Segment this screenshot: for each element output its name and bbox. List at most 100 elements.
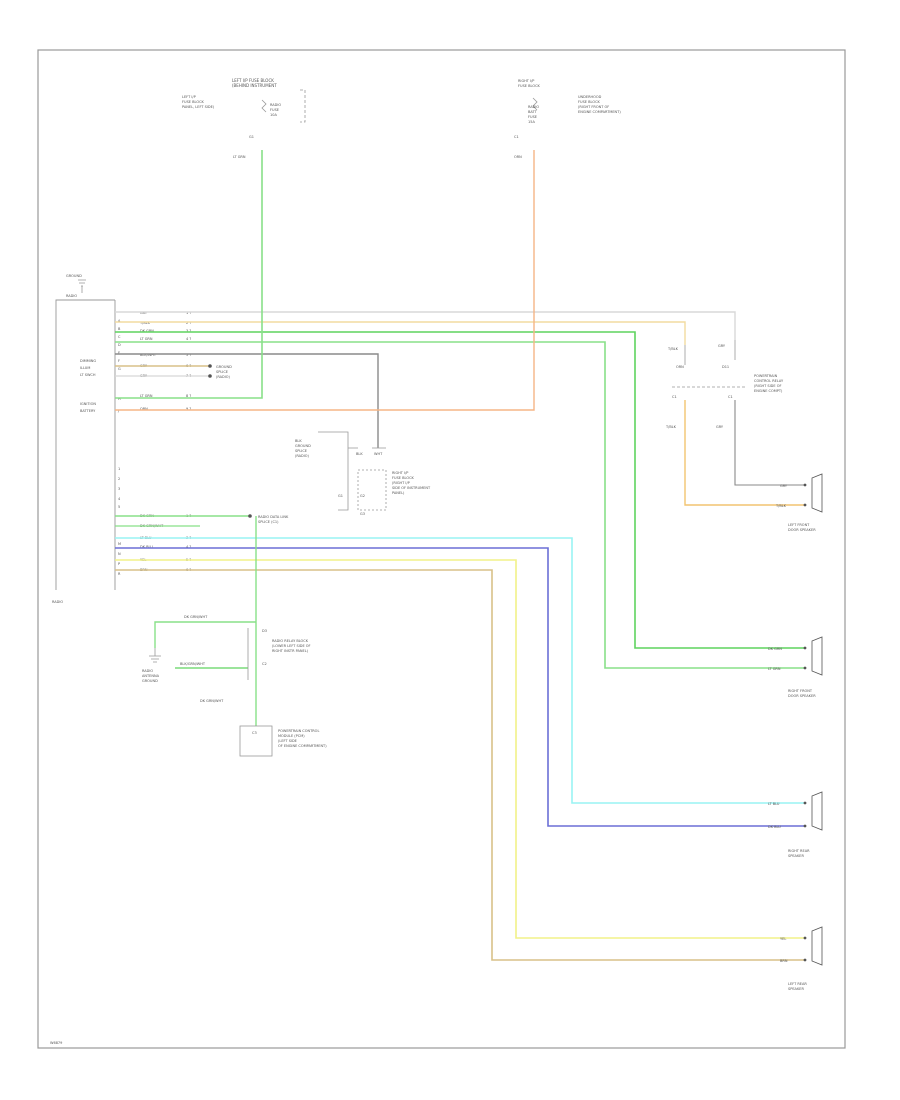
wire-relay-ground <box>154 621 256 648</box>
svg-text:D: D <box>118 343 121 347</box>
svg-text:LT GRN: LT GRN <box>140 337 153 341</box>
svg-text:T/BLK: T/BLK <box>667 347 679 351</box>
wire-ltblu-m <box>115 537 805 804</box>
svg-text:DK BLU: DK BLU <box>140 545 153 549</box>
svg-text:RIGHT INSTR PANEL): RIGHT INSTR PANEL) <box>272 649 309 653</box>
svg-text:LEFT REAR: LEFT REAR <box>788 982 807 986</box>
svg-text:4 ?: 4 ? <box>186 545 191 549</box>
wire-gry-lf <box>734 400 805 486</box>
svg-text:8 ?: 8 ? <box>186 394 191 398</box>
svg-text:RIGHT REAR: RIGHT REAR <box>788 849 810 853</box>
svg-text:DK GRN: DK GRN <box>140 329 154 333</box>
svg-text:LT GRN: LT GRN <box>768 667 781 671</box>
wire-brn-r <box>115 569 805 961</box>
svg-text:M: M <box>118 542 121 546</box>
svg-text:BLK/GRN/WHT: BLK/GRN/WHT <box>180 662 206 666</box>
svg-text:G2: G2 <box>360 494 365 498</box>
svg-text:LEFT FRONT: LEFT FRONT <box>788 523 810 527</box>
svg-text:GRY: GRY <box>716 425 724 429</box>
svg-text:ENGINE COMPARTMENT): ENGINE COMPARTMENT) <box>578 110 621 114</box>
svg-text:DIMMING: DIMMING <box>80 359 96 363</box>
svg-text:DOOR SPEAKER: DOOR SPEAKER <box>788 694 816 698</box>
svg-text:POWERTRAIN CONTROL: POWERTRAIN CONTROL <box>278 729 319 733</box>
svg-text:RADIO: RADIO <box>270 103 281 107</box>
right-ip-switch-block: BLK GROUND SPLICE (RADIO) BLK WHT G1 G2 … <box>295 431 431 516</box>
svg-text:GROUND: GROUND <box>295 444 311 448</box>
svg-text:(RADIO): (RADIO) <box>216 375 231 379</box>
svg-text:SPLICE (C1): SPLICE (C1) <box>258 520 279 524</box>
svg-text:2 ?: 2 ? <box>186 321 191 325</box>
radio-relay-block: D3 C2 RADIO RELAY BLOCK (LOWER LEFT SIDE… <box>247 628 311 680</box>
svg-text:5 ?: 5 ? <box>186 353 191 357</box>
svg-text:FUSE: FUSE <box>528 115 537 119</box>
svg-text:D3: D3 <box>262 629 267 633</box>
svg-text:FUSE BLOCK: FUSE BLOCK <box>182 100 205 104</box>
svg-text:BLK/WHT: BLK/WHT <box>140 353 157 357</box>
svg-text:ANTENNA: ANTENNA <box>142 674 160 678</box>
wire-dkgrn-c <box>115 331 805 649</box>
footer-code: W6879 <box>50 1041 62 1045</box>
svg-text:GROUND: GROUND <box>142 679 158 683</box>
svg-text:BLK: BLK <box>295 439 302 443</box>
svg-text:RADIO: RADIO <box>528 105 539 109</box>
wire-orn-j <box>115 150 535 411</box>
fuse-block-bracket <box>300 89 306 123</box>
fuse-left-icon <box>261 99 267 113</box>
svg-text:GRY: GRY <box>140 311 148 315</box>
svg-text:C1: C1 <box>514 135 519 139</box>
top-right-fuse-block: RIGHT I/P FUSE BLOCK RADIO BATT FUSE 15A… <box>514 79 621 159</box>
svg-text:YEL: YEL <box>780 937 786 941</box>
svg-text:SPEAKER: SPEAKER <box>788 854 804 858</box>
svg-text:P: P <box>118 562 120 566</box>
svg-text:RADIO: RADIO <box>52 600 63 604</box>
svg-text:FUSE BLOCK: FUSE BLOCK <box>518 84 541 88</box>
svg-text:(RIGHT FRONT OF: (RIGHT FRONT OF <box>578 105 609 109</box>
svg-text:C1: C1 <box>728 395 733 399</box>
svg-text:(LEFT SIDE: (LEFT SIDE <box>278 739 297 743</box>
svg-text:C1: C1 <box>672 395 677 399</box>
svg-text:4 ?: 4 ? <box>186 337 191 341</box>
svg-text:(LOWER LEFT SIDE OF: (LOWER LEFT SIDE OF <box>272 644 311 648</box>
svg-text:LT GRN: LT GRN <box>140 394 153 398</box>
svg-text:ILLUM: ILLUM <box>80 366 90 370</box>
splice-dot <box>208 374 212 378</box>
wire-ltgrn-h <box>115 150 263 399</box>
pcm-module: C3 POWERTRAIN CONTROL MODULE (PCM) (LEFT… <box>239 725 327 757</box>
svg-text:PANEL): PANEL) <box>392 491 405 495</box>
svg-text:A: A <box>118 319 121 323</box>
svg-text:N: N <box>118 552 121 556</box>
svg-text:BRN: BRN <box>780 959 788 963</box>
svg-text:UNDERHOOD: UNDERHOOD <box>578 95 602 99</box>
svg-text:BATTERY: BATTERY <box>80 409 96 413</box>
radio-box <box>55 299 116 590</box>
svg-text:DK GRN/WHT: DK GRN/WHT <box>184 615 208 619</box>
antenna-ground: RADIO ANTENNA GROUND <box>142 648 161 683</box>
svg-text:LT BLU: LT BLU <box>768 802 780 806</box>
speaker-left-front: GRY T/BLK LEFT FRONT DOOR SPEAKER <box>775 473 823 532</box>
svg-text:FUSE BLOCK: FUSE BLOCK <box>578 100 601 104</box>
svg-text:PANEL, LEFT SIDE): PANEL, LEFT SIDE) <box>182 105 215 109</box>
svg-text:3: 3 <box>118 487 120 491</box>
svg-text:G1: G1 <box>338 494 343 498</box>
svg-text:ORN: ORN <box>140 407 148 411</box>
wire-blkwht-e <box>115 353 379 448</box>
svg-text:DK BLU: DK BLU <box>768 825 781 829</box>
svg-text:DOOR SPEAKER: DOOR SPEAKER <box>788 528 816 532</box>
svg-text:T/BLK: T/BLK <box>139 321 151 325</box>
svg-text:GROUND: GROUND <box>216 365 232 369</box>
svg-text:BLK: BLK <box>356 452 363 456</box>
svg-text:RADIO RELAY BLOCK: RADIO RELAY BLOCK <box>272 639 309 643</box>
wire-gry-a <box>115 311 736 340</box>
splice-dot <box>208 364 212 368</box>
svg-text:G1: G1 <box>249 135 254 139</box>
wire-yel-p <box>115 559 805 939</box>
right-relay-block: T/BLK GRY ORN D11 POWERTRAIN CONTROL REL… <box>665 340 784 429</box>
svg-text:E: E <box>118 351 120 355</box>
fuse-right-icon <box>532 97 538 111</box>
svg-text:1: 1 <box>118 467 120 471</box>
svg-text:5: 5 <box>118 505 120 509</box>
svg-text:RIGHT FRONT: RIGHT FRONT <box>788 689 813 693</box>
svg-text:CONTROL RELAY: CONTROL RELAY <box>754 379 784 383</box>
svg-text:F: F <box>118 359 120 363</box>
svg-text:(RIGHT I/P: (RIGHT I/P <box>392 481 410 485</box>
